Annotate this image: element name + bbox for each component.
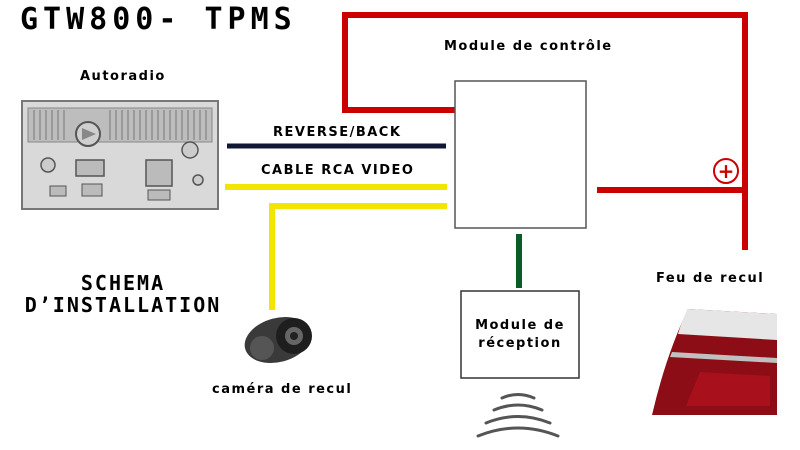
page-title: GTW800- TPMS <box>20 2 297 37</box>
schema-line2: D’INSTALLATION <box>24 293 222 317</box>
tail-light-label: Feu de recul <box>656 271 765 286</box>
wireless-waves-icon <box>476 393 560 438</box>
control-module-label: Module de contrôle <box>444 39 613 54</box>
reception-module-box <box>460 290 580 379</box>
schema-title: SCHEMA D’INSTALLATION <box>8 272 238 316</box>
camera-yellow-wire <box>269 203 447 310</box>
camera-icon <box>244 316 312 364</box>
reception-label-line2: réception <box>478 336 562 351</box>
red-wire-top <box>342 12 748 250</box>
autoradio-unit-icon <box>21 100 219 210</box>
plus-circle-icon <box>713 158 739 184</box>
reception-label-line1: Module de <box>475 318 565 333</box>
control-module-box <box>454 80 587 229</box>
reception-module-label: Module de réception <box>461 317 579 353</box>
schema-line1: SCHEMA <box>80 271 166 295</box>
autoradio-label: Autoradio <box>80 69 166 84</box>
rca-video-label: CABLE RCA VIDEO <box>261 163 415 178</box>
reverse-back-label: REVERSE/BACK <box>273 125 402 140</box>
plus-symbol: + <box>717 159 735 183</box>
camera-label: caméra de recul <box>212 382 353 397</box>
tail-light-icon <box>652 309 777 415</box>
